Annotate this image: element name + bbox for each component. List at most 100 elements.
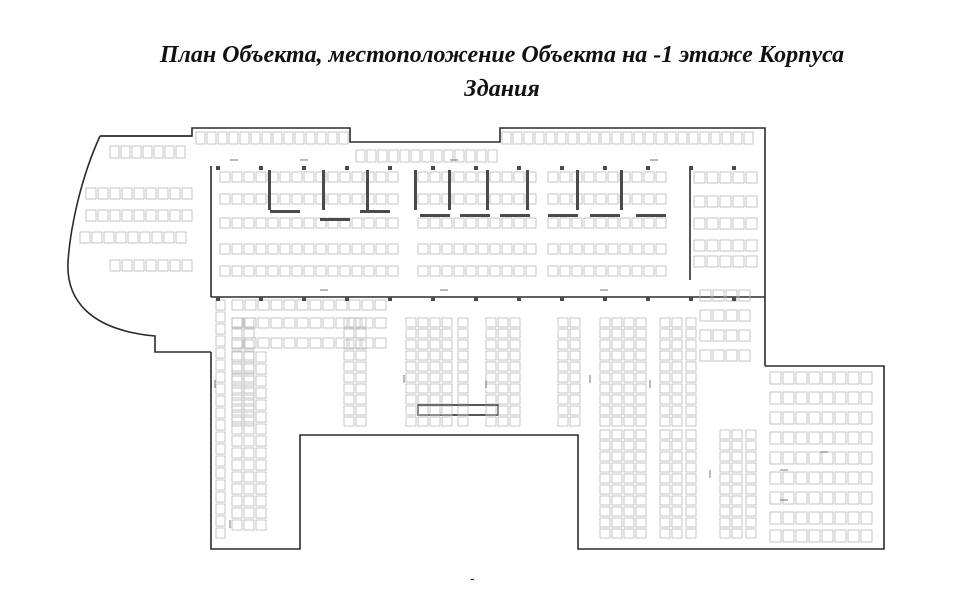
- wall-segment: [460, 214, 490, 217]
- wall-segment: [548, 214, 578, 217]
- parking-stall: [513, 265, 525, 277]
- parking-stall: [808, 371, 821, 385]
- column: [560, 166, 564, 170]
- wall-segment: [320, 218, 350, 221]
- parking-stall: [417, 171, 429, 183]
- parking-stall: [583, 243, 595, 255]
- parking-stall: [296, 317, 309, 329]
- parking-stall: [659, 506, 671, 517]
- parking-stall: [732, 195, 745, 208]
- parking-stall: [228, 131, 239, 145]
- parking-stall: [91, 231, 103, 244]
- parking-stall: [322, 317, 335, 329]
- parking-stall: [769, 411, 782, 425]
- column: [474, 166, 478, 170]
- parking-stall: [623, 383, 635, 394]
- parking-stall: [429, 394, 441, 405]
- parking-stall: [721, 131, 732, 145]
- parking-stall: [441, 217, 453, 229]
- parking-stall: [243, 339, 255, 350]
- parking-stall: [303, 193, 315, 205]
- parking-stall: [599, 451, 611, 462]
- parking-stall: [429, 361, 441, 372]
- parking-stall: [497, 339, 509, 350]
- parking-stall: [731, 451, 743, 462]
- parking-stall: [283, 131, 294, 145]
- parking-stall: [599, 462, 611, 473]
- parking-stall: [623, 506, 635, 517]
- parking-stall: [611, 361, 623, 372]
- wall-segment: [526, 170, 529, 210]
- parking-stall: [375, 265, 387, 277]
- parking-stall: [611, 506, 623, 517]
- parking-stall: [567, 131, 578, 145]
- parking-stall: [611, 328, 623, 339]
- parking-stall: [671, 462, 683, 473]
- parking-stall: [181, 187, 193, 200]
- parking-stall: [607, 193, 619, 205]
- parking-stall: [509, 339, 521, 350]
- parking-stall: [547, 193, 559, 205]
- parking-stall: [509, 394, 521, 405]
- parking-stall: [343, 328, 355, 339]
- parking-stall: [599, 328, 611, 339]
- column: [646, 166, 650, 170]
- parking-stall: [410, 149, 421, 163]
- traffic-arrows: [214, 159, 828, 528]
- parking-stall: [97, 187, 109, 200]
- parking-stall: [685, 440, 697, 451]
- parking-stall: [619, 265, 631, 277]
- parking-stall: [699, 349, 712, 362]
- parking-stall: [231, 471, 243, 483]
- parking-stall: [243, 459, 255, 471]
- parking-stall: [635, 328, 647, 339]
- parking-stall: [513, 217, 525, 229]
- parking-stall: [457, 350, 469, 361]
- parking-stall: [635, 495, 647, 506]
- parking-stall: [719, 217, 732, 230]
- parking-stall: [215, 347, 226, 359]
- parking-stall: [599, 429, 611, 440]
- parking-stall: [693, 217, 706, 230]
- parking-stall: [699, 289, 712, 302]
- parking-stall: [821, 411, 834, 425]
- parking-stall: [351, 243, 363, 255]
- parking-stall: [655, 131, 666, 145]
- parking-stall: [611, 517, 623, 528]
- parking-stall: [387, 265, 399, 277]
- parking-stall: [361, 317, 374, 329]
- parking-stall: [745, 217, 758, 230]
- parking-stall: [243, 217, 255, 229]
- parking-stall: [655, 193, 667, 205]
- parking-stall: [453, 217, 465, 229]
- parking-stall: [860, 411, 873, 425]
- parking-stall: [465, 171, 477, 183]
- parking-stall: [821, 431, 834, 445]
- parking-stall: [85, 187, 97, 200]
- parking-stall: [847, 529, 860, 543]
- parking-stall: [153, 145, 164, 159]
- parking-stall: [243, 361, 255, 372]
- parking-stall: [243, 519, 255, 531]
- parking-stall: [231, 265, 243, 277]
- parking-stall: [175, 145, 186, 159]
- parking-stall: [509, 405, 521, 416]
- parking-stall: [671, 528, 683, 539]
- parking-stall: [339, 265, 351, 277]
- parking-stall: [279, 193, 291, 205]
- parking-stall: [623, 317, 635, 328]
- wall-segment: [500, 214, 530, 217]
- parking-stall: [501, 171, 513, 183]
- parking-stall: [557, 372, 569, 383]
- column: [259, 297, 263, 301]
- parking-stall: [685, 372, 697, 383]
- parking-stall: [685, 361, 697, 372]
- parking-stall: [441, 372, 453, 383]
- parking-stall: [834, 451, 847, 465]
- parking-stall: [595, 243, 607, 255]
- parking-stall: [644, 131, 655, 145]
- parking-stall: [547, 243, 559, 255]
- parking-stall: [595, 217, 607, 229]
- parking-stall: [343, 405, 355, 416]
- parking-stall: [375, 171, 387, 183]
